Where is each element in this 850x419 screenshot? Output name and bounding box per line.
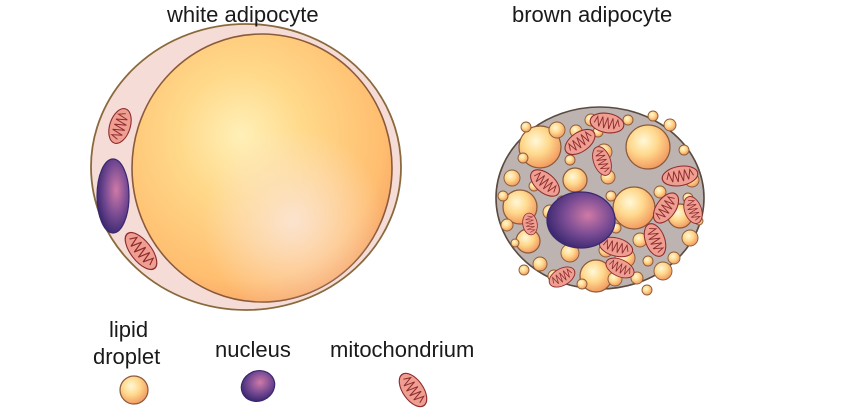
brown-lipid-droplet xyxy=(520,121,532,133)
brown-lipid-droplet xyxy=(681,229,699,247)
brown-lipid-droplet xyxy=(510,238,520,248)
brown-nucleus xyxy=(546,191,616,249)
legend-nucleus-icon xyxy=(240,370,276,402)
brown-lipid-droplet xyxy=(564,154,576,166)
brown-lipid-droplet xyxy=(622,114,634,126)
brown-lipid-droplet xyxy=(625,124,671,170)
white-nucleus xyxy=(96,158,130,234)
brown-lipid-droplet xyxy=(562,167,588,193)
brown-lipid-droplet xyxy=(653,185,667,199)
brown-lipid-droplet xyxy=(647,110,659,122)
brown-lipid-droplet xyxy=(503,169,521,187)
brown-lipid-droplet xyxy=(518,125,562,169)
brown-lipid-droplet xyxy=(518,264,530,276)
brown-lipid-droplet xyxy=(630,271,644,285)
brown-adipocyte xyxy=(495,106,707,296)
brown-lipid-droplet xyxy=(612,186,656,230)
legend-mitochondrion-label: mitochondrium xyxy=(330,337,475,362)
brown-lipid-droplet xyxy=(678,144,690,156)
brown-lipid-droplet xyxy=(642,255,654,267)
brown-lipid-droplet xyxy=(667,251,681,265)
legend-mitochondrion-icon xyxy=(393,367,433,413)
brown-lipid-droplet xyxy=(605,190,617,202)
white-adipocyte-title: white adipocyte xyxy=(167,2,319,27)
brown-lipid-droplet xyxy=(653,261,673,281)
legend-lipid-droplet-icon xyxy=(119,375,149,405)
brown-adipocyte-title: brown adipocyte xyxy=(512,2,673,27)
brown-lipid-droplet xyxy=(548,121,566,139)
brown-lipid-droplet xyxy=(576,278,588,290)
brown-lipid-droplet xyxy=(517,152,529,164)
legend xyxy=(119,367,433,413)
brown-lipid-droplet xyxy=(663,118,677,132)
brown-lipid-droplet xyxy=(497,190,509,202)
brown-lipid-droplet xyxy=(500,218,514,232)
legend-lipid-label-line1: lipid xyxy=(109,317,149,342)
brown-lipid-droplet xyxy=(532,256,548,272)
legend-lipid-label-line2: droplet xyxy=(93,344,161,369)
white-adipocyte xyxy=(90,23,402,311)
brown-lipid-droplet xyxy=(641,284,653,296)
brown-cell-contents xyxy=(497,110,707,296)
legend-nucleus-label: nucleus xyxy=(215,337,291,362)
